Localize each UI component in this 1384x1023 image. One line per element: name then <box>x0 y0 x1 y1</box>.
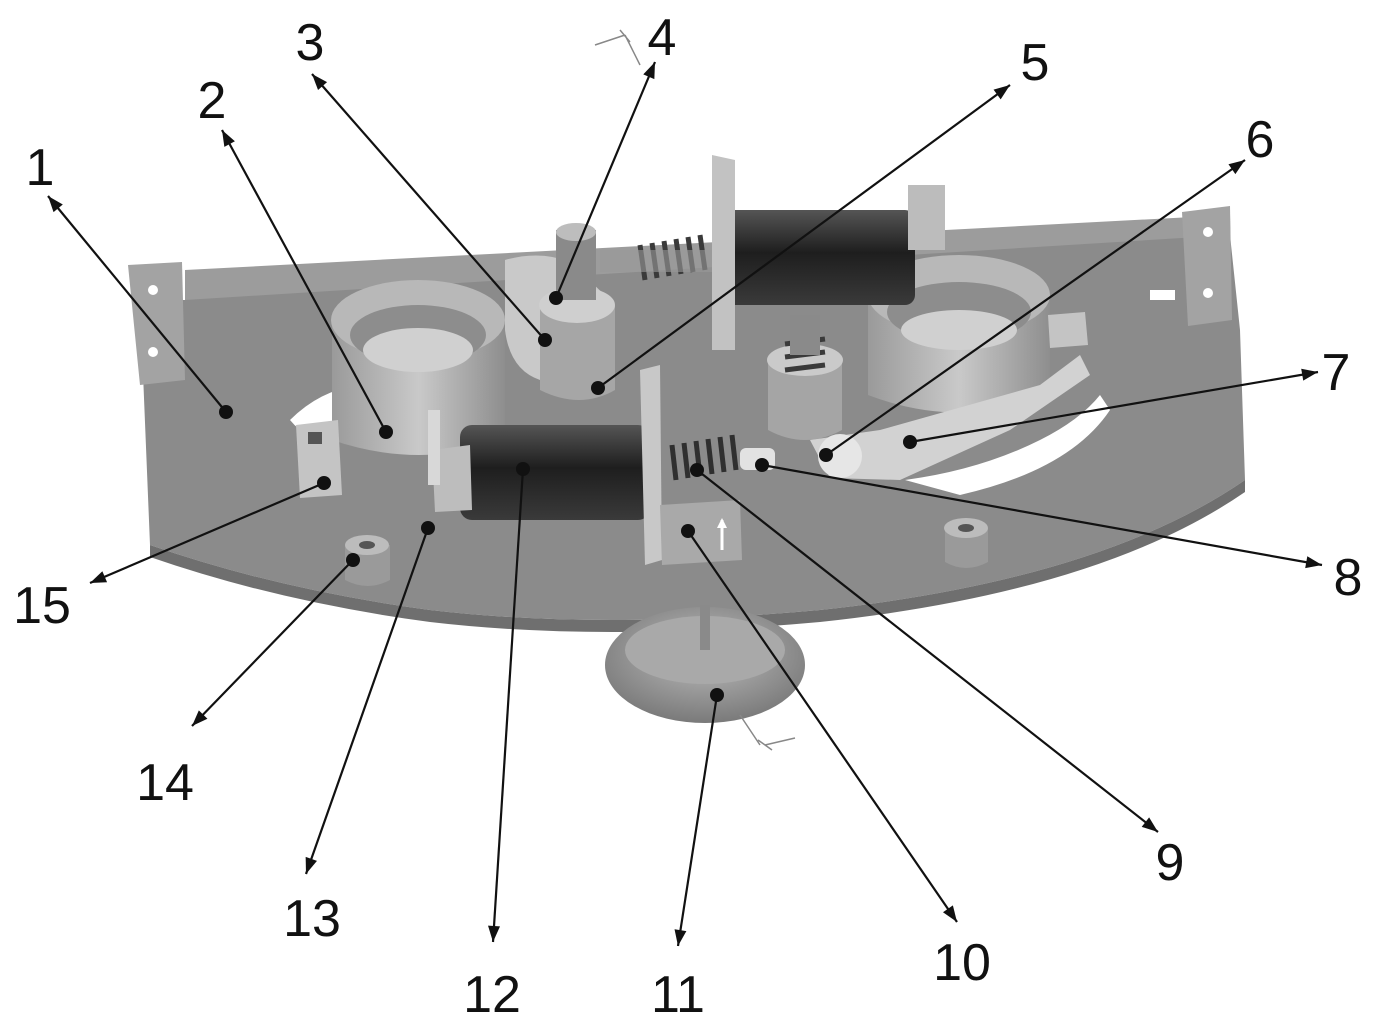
leader-line <box>687 530 958 923</box>
callout-dot <box>681 524 695 538</box>
arrowhead <box>1301 368 1318 381</box>
callout-number: 3 <box>296 14 325 72</box>
front-bracket <box>660 500 742 565</box>
foot-pad <box>605 605 805 723</box>
leader-line <box>597 84 1011 389</box>
callout-number: 13 <box>283 890 341 948</box>
callout-number: 9 <box>1156 834 1185 892</box>
arrowhead <box>48 196 63 213</box>
leader-line <box>47 195 227 413</box>
leader-line <box>191 559 354 727</box>
callout-number: 14 <box>136 754 194 812</box>
callout-dot <box>819 448 833 462</box>
callout-number: 4 <box>648 9 677 67</box>
callout-number: 8 <box>1334 549 1363 607</box>
arrowhead <box>1141 817 1158 832</box>
arrowhead <box>192 710 208 726</box>
callout-dot <box>421 521 435 535</box>
callout-1: 1 <box>26 139 233 419</box>
callout-6: 6 <box>819 111 1274 462</box>
callout-dot <box>591 381 605 395</box>
callout-7: 7 <box>903 344 1350 449</box>
callout-dot <box>538 333 552 347</box>
leader-line <box>304 527 430 875</box>
callout-number: 5 <box>1021 34 1050 92</box>
callout-dot <box>346 553 360 567</box>
arrowhead <box>222 130 235 147</box>
callout-8: 8 <box>755 458 1362 607</box>
callout-10: 10 <box>681 524 991 992</box>
callout-9: 9 <box>690 463 1184 892</box>
callout-number: 1 <box>26 139 55 197</box>
leader-line <box>89 481 325 585</box>
arrowhead <box>674 929 687 946</box>
left-cup-ring <box>331 280 505 455</box>
leader-line <box>491 468 525 943</box>
callout-dot <box>690 463 704 477</box>
callout-13: 13 <box>283 521 435 948</box>
callout-dot <box>710 688 724 702</box>
callout-dot <box>549 291 563 305</box>
callout-number: 15 <box>13 577 71 635</box>
arrowhead <box>942 905 957 922</box>
callout-12: 12 <box>463 462 530 1023</box>
right-spring-post <box>767 315 843 440</box>
leader-line <box>761 463 1323 567</box>
leader-line <box>825 159 1246 456</box>
callout-4: 4 <box>549 9 676 305</box>
callout-5: 5 <box>591 34 1049 395</box>
callout-2: 2 <box>198 72 393 439</box>
callout-14: 14 <box>136 553 360 812</box>
callout-dot <box>516 462 530 476</box>
leader-line <box>676 694 719 947</box>
callout-number: 10 <box>933 934 991 992</box>
arrowhead <box>1228 160 1245 175</box>
leader-line <box>221 129 387 433</box>
leader-line <box>311 73 546 341</box>
callout-number: 2 <box>198 72 227 130</box>
axis-marker-top <box>594 29 641 66</box>
callout-dot <box>379 425 393 439</box>
arrowhead <box>90 571 108 583</box>
arrowhead <box>643 62 655 80</box>
right-lever <box>810 355 1090 480</box>
callout-dot <box>755 458 769 472</box>
callout-dot <box>903 435 917 449</box>
arrowhead <box>312 74 328 90</box>
callout-dot <box>219 405 233 419</box>
callout-number: 7 <box>1322 344 1351 402</box>
callout-dot <box>317 476 331 490</box>
callout-number: 11 <box>651 966 705 1023</box>
leader-line <box>696 469 1159 833</box>
leader-line <box>909 370 1319 444</box>
small-bracket <box>296 312 1088 498</box>
arrowhead <box>488 925 501 942</box>
callout-11: 11 <box>651 688 724 1023</box>
arrowhead <box>993 85 1010 100</box>
callout-number: 12 <box>463 966 521 1023</box>
arrowhead <box>305 856 317 874</box>
leader-line <box>554 61 657 299</box>
callout-number: 6 <box>1246 111 1275 169</box>
axis-marker-bottom <box>739 714 796 751</box>
arrowhead <box>1305 556 1322 569</box>
callout-3: 3 <box>296 14 552 347</box>
callout-15: 15 <box>13 476 331 635</box>
left-lever-cylinder <box>505 223 615 400</box>
